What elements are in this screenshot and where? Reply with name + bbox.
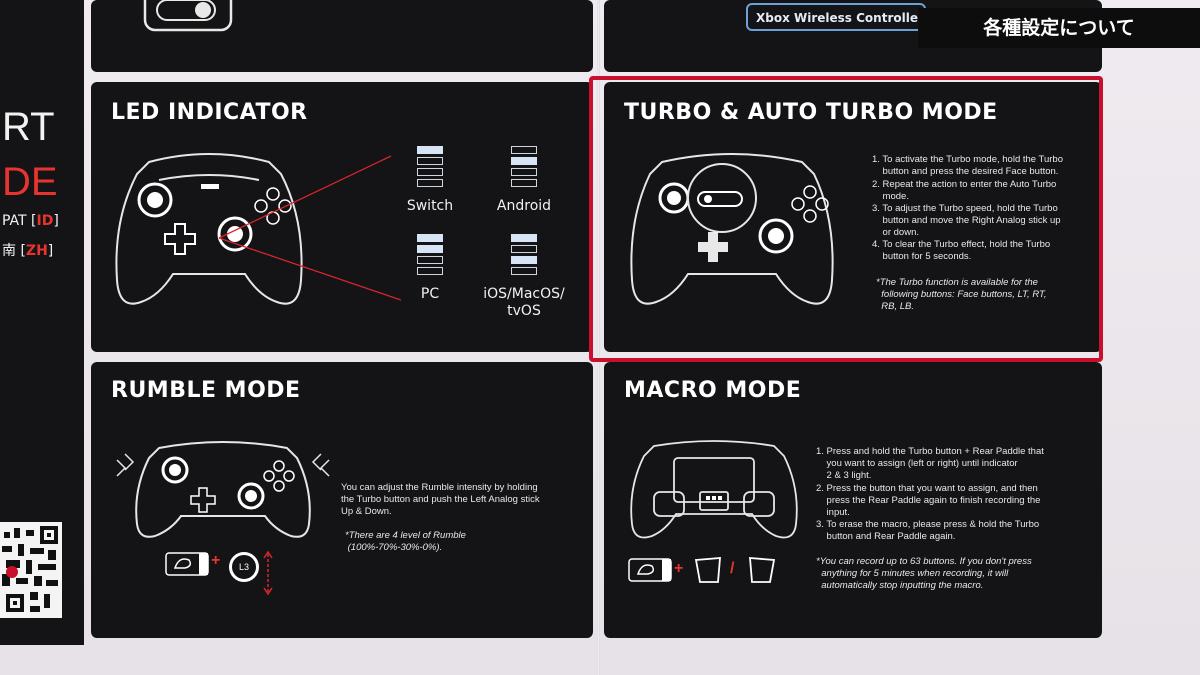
- language-code-zh: ZH: [25, 243, 48, 259]
- language-item-id: PAT [ID]: [2, 213, 59, 229]
- up-down-arrow-icon: [263, 550, 273, 596]
- macro-mode-title: MACRO MODE: [624, 378, 802, 403]
- language-item-zh: 南 [ZH]: [2, 240, 53, 260]
- language-item-id-prefix: PAT [: [2, 213, 37, 229]
- right-paddle-icon: [749, 557, 776, 583]
- paper-fold: [597, 0, 600, 675]
- led-indicator-title: LED INDICATOR: [111, 100, 308, 125]
- language-item-id-suffix: ]: [53, 213, 59, 229]
- turbo-note: *The Turbo function is available for the…: [876, 277, 1047, 313]
- rumble-note: *There are 4 level of Rumble (100%-70%-3…: [345, 530, 466, 554]
- macro-note: *You can record up to 63 buttons. If you…: [816, 556, 1032, 592]
- rumble-mode-panel: RUMBLE MODE + L3 You can adjust the Rumb…: [91, 362, 593, 638]
- controller-turbo-icon: [630, 153, 834, 305]
- led-label-switch: Switch: [406, 198, 454, 214]
- slash-sign: /: [730, 560, 735, 577]
- controller-back-icon: [630, 440, 798, 539]
- controller-icon: [115, 153, 303, 305]
- turbo-step-3: 3. To adjust the Turbo speed, hold the T…: [872, 203, 1061, 239]
- left-paddle-icon: [694, 557, 721, 583]
- left-heading-line2: DE: [2, 160, 58, 204]
- led-ios-icon: [511, 234, 537, 278]
- turbo-button-icon: [165, 552, 209, 576]
- led-label-pc: PC: [420, 286, 440, 302]
- rumble-mode-title: RUMBLE MODE: [111, 378, 301, 403]
- top-left-panel: [91, 0, 593, 72]
- language-item-zh-prefix: 南 [: [2, 243, 26, 259]
- qr-code-icon: [0, 522, 62, 618]
- indicator-pointer-lines: [218, 155, 401, 301]
- left-heading-line1: RT: [2, 105, 55, 149]
- left-manual-strip: RT DE PAT [ID] 南 [ZH]: [0, 0, 84, 645]
- language-code-id: ID: [36, 213, 54, 229]
- turbo-step-4: 4. To clear the Turbo effect, hold the T…: [872, 239, 1051, 263]
- l3-stick-icon: L3: [229, 552, 259, 582]
- led-label-android: Android: [496, 198, 552, 214]
- toggle-switch-icon: [143, 0, 233, 32]
- turbo-step-2: 2. Repeat the action to enter the Auto T…: [872, 179, 1057, 203]
- led-android-icon: [511, 146, 537, 190]
- xbox-controller-label: Xbox Wireless Controlle: [746, 3, 926, 31]
- led-label-ios: iOS/MacOS/ tvOS: [483, 286, 565, 319]
- turbo-step-1: 1. To activate the Turbo mode, hold the …: [872, 154, 1064, 178]
- led-pc-icon: [417, 234, 443, 278]
- turbo-mode-panel: TURBO & AUTO TURBO MODE 1. To activate t…: [604, 82, 1102, 352]
- macro-mode-panel: MACRO MODE + / 1. Press and hold the Tur…: [604, 362, 1102, 638]
- plus-sign-macro: +: [674, 560, 684, 577]
- rumble-text: You can adjust the Rumble intensity by h…: [341, 482, 540, 518]
- turbo-button-icon-macro: [628, 558, 672, 582]
- highlight-box: [589, 76, 1103, 362]
- plus-sign: +: [211, 552, 221, 569]
- video-caption: 各種設定について: [918, 8, 1200, 48]
- language-item-zh-suffix: ]: [47, 243, 54, 259]
- macro-step-3: 3. To erase the macro, please press & ho…: [816, 519, 1040, 543]
- led-switch-icon: [417, 146, 443, 190]
- macro-step-2: 2. Press the button that you want to ass…: [816, 483, 1041, 519]
- turbo-mode-title: TURBO & AUTO TURBO MODE: [624, 100, 998, 125]
- led-indicator-panel: LED INDICATOR Switch Android PC iOS/MacO…: [91, 82, 593, 352]
- controller-rumble-icon: [116, 441, 330, 538]
- macro-step-1: 1. Press and hold the Turbo button + Rea…: [816, 446, 1044, 482]
